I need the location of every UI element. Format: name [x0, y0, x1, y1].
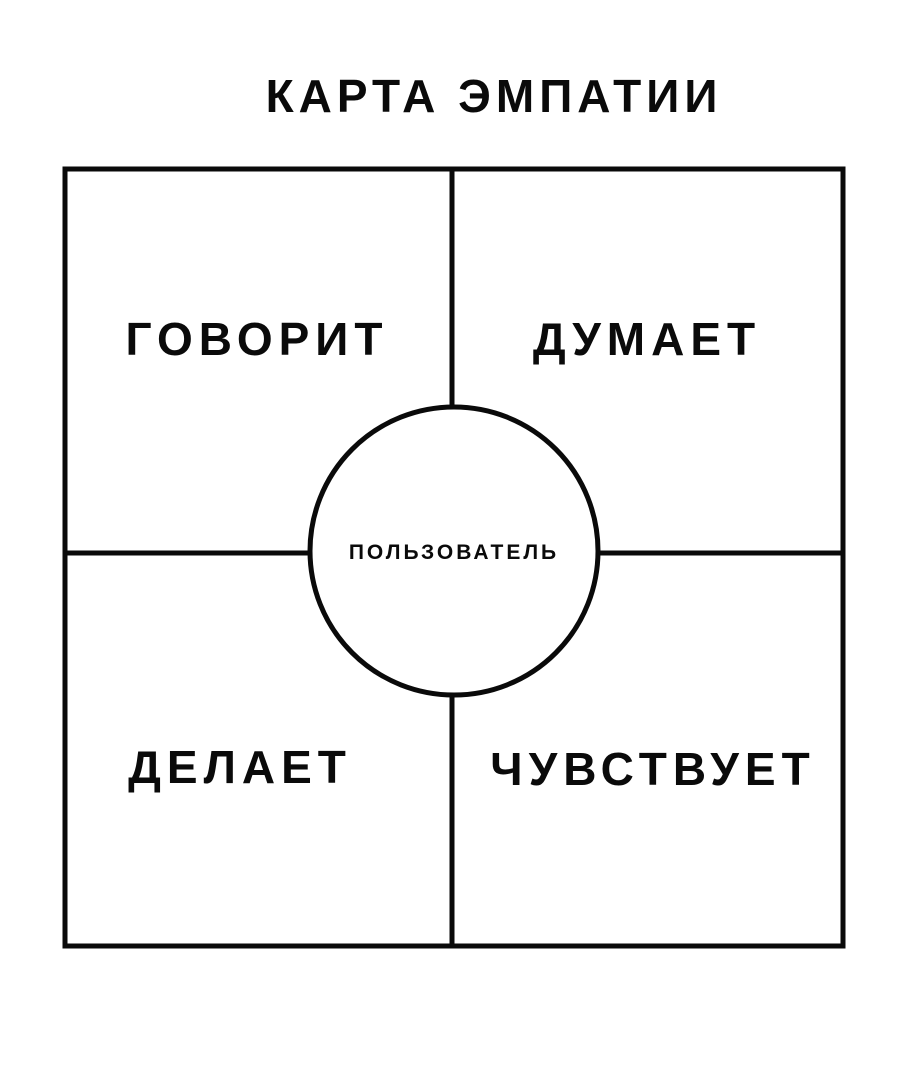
quadrant-label-thinks: ДУМАЕТ [533, 313, 761, 365]
quadrant-label-does: ДЕЛАЕТ [128, 741, 352, 793]
diagram-title: КАРТА ЭМПАТИИ [266, 70, 723, 122]
user-circle [307, 404, 601, 698]
quadrant-label-feels: ЧУВСТВУЕТ [490, 743, 815, 795]
center-label-user: ПОЛЬЗОВАТЕЛЬ [349, 541, 559, 564]
quadrant-label-says: ГОВОРИТ [126, 313, 389, 365]
